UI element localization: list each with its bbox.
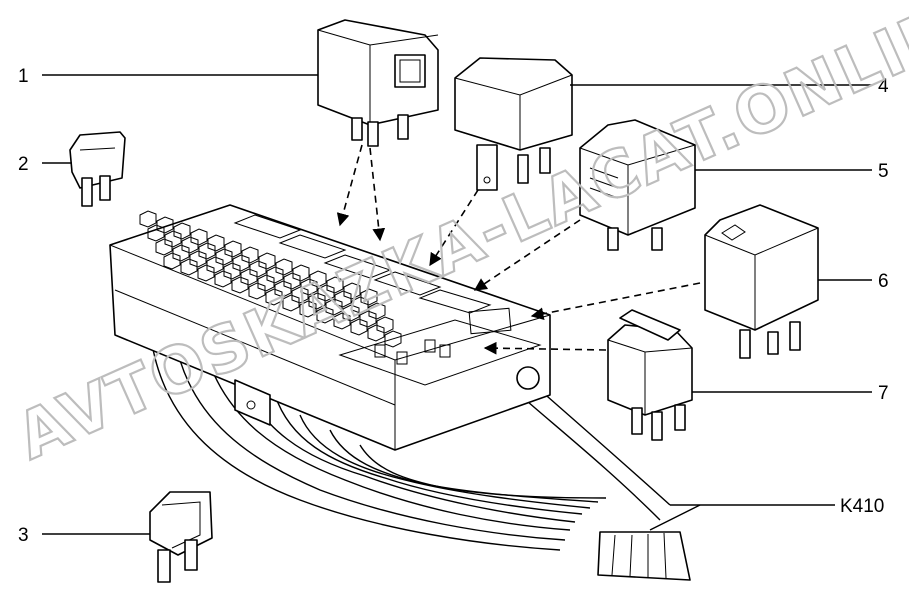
fuse-slot (360, 288, 378, 306)
fuse-box (109, 204, 551, 451)
fuse-slot (223, 262, 241, 280)
fuse-slot (215, 248, 233, 266)
fuse-slot (147, 224, 165, 242)
fuse-slot (291, 286, 309, 304)
callout-6: 6 (878, 271, 889, 292)
fuse-slot (384, 330, 402, 348)
fuse-slot (206, 256, 224, 274)
fuse-slot (257, 274, 275, 292)
fuse-slot (343, 282, 361, 300)
fuse-slot (368, 302, 386, 320)
fuse-slot (190, 228, 208, 246)
relay-1 (317, 19, 439, 147)
fuse-slot (248, 282, 266, 300)
fuse-slot (207, 234, 225, 252)
fuse-slot (316, 306, 334, 324)
fuse-slot (189, 250, 207, 268)
fuse-slot (265, 288, 283, 306)
fuse-grid (139, 210, 402, 348)
fuse-slot (275, 258, 293, 276)
fuse-slot (181, 236, 199, 254)
fuse-slot (241, 246, 259, 264)
fuse-slot (173, 222, 191, 240)
relay-4 (454, 57, 573, 191)
fuse-slot (317, 284, 335, 302)
relay-6 (704, 204, 819, 359)
fuse-slot (139, 210, 157, 228)
fuse-slot (367, 324, 385, 342)
fuse-slot (180, 258, 198, 276)
callout-1: 1 (18, 66, 29, 87)
callout-5: 5 (878, 161, 889, 182)
fuse-slot (308, 292, 326, 310)
fuse-slot (282, 294, 300, 312)
fuse-slot (299, 300, 317, 318)
fuse-slot (350, 318, 368, 336)
callout-4: 4 (878, 76, 889, 97)
fuse-slot (163, 252, 181, 270)
fuse-2 (69, 131, 126, 207)
fuse-slot (249, 260, 267, 278)
assembly-arrows (336, 144, 701, 355)
fuse-slot (359, 310, 377, 328)
relay-7 (607, 309, 693, 441)
fuse-slot (333, 312, 351, 330)
fuse-slot (164, 230, 182, 248)
fuse-slot (292, 264, 310, 282)
fuse-slot (309, 270, 327, 288)
fuse-slot (232, 254, 250, 272)
fuse-slot (156, 216, 174, 234)
fuse-slot (283, 272, 301, 290)
fuse-slot (342, 304, 360, 322)
callout-3: 3 (18, 525, 29, 546)
fuse-slot (266, 266, 284, 284)
fuse-slot (376, 316, 394, 334)
callout-labels: 1 2 3 4 5 6 7 K410 (18, 66, 889, 546)
callout-2: 2 (18, 154, 29, 175)
fuse-slot (231, 276, 249, 294)
fuse-slot (325, 298, 343, 316)
fuse-slot (214, 270, 232, 288)
callout-k410: K410 (840, 496, 884, 517)
fuse-3 (149, 491, 213, 583)
fuse-slot (274, 280, 292, 298)
fuse-slot (240, 268, 258, 286)
fuse-slot (258, 252, 276, 270)
fuse-slot (198, 242, 216, 260)
leader-lines (42, 74, 872, 535)
callout-7: 7 (878, 383, 889, 404)
fuse-slot (326, 276, 344, 294)
fuse-slot (224, 240, 242, 258)
fuse-slot (351, 296, 369, 314)
fuse-slot (155, 238, 173, 256)
fuse-slot (197, 264, 215, 282)
fuse-slot (334, 290, 352, 308)
fuse-slot (172, 244, 190, 262)
fuse-slot (300, 278, 318, 296)
relay-5 (579, 119, 696, 251)
